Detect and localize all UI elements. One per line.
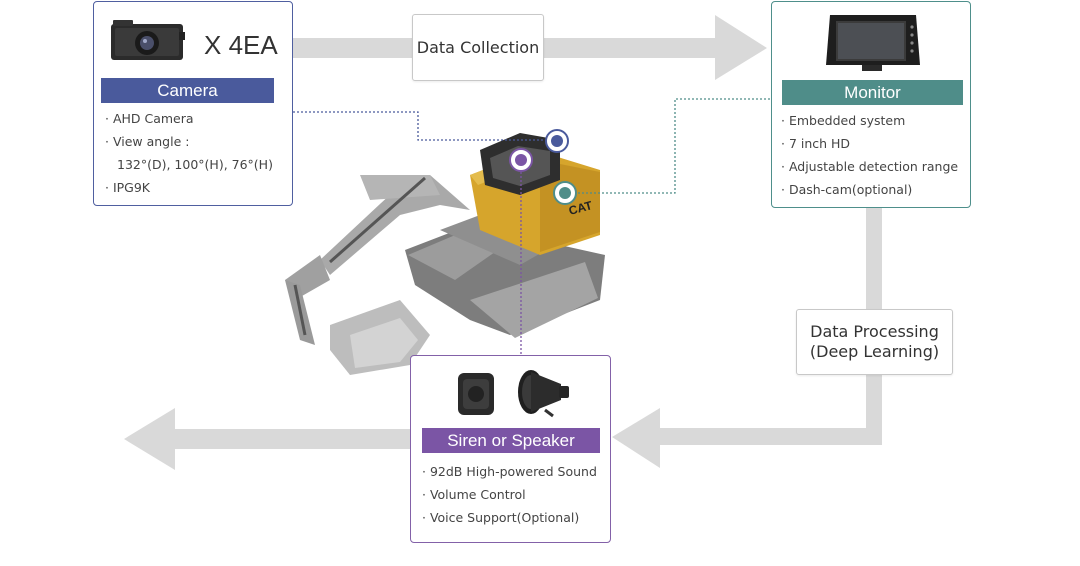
list-item: 132°(D), 100°(H), 76°(H) (117, 157, 273, 172)
list-item: · Volume Control (422, 487, 526, 502)
svg-text:CAT: CAT (567, 198, 594, 218)
list-item: · Adjustable detection range (781, 159, 959, 174)
list-item: · Voice Support(Optional) (422, 510, 580, 525)
speaker-box-icon (458, 373, 494, 415)
camera-count: X 4EA (204, 30, 278, 60)
camera-title: Camera (101, 78, 274, 103)
monitor-card: Monitor · Embedded system · 7 inch HD · … (771, 1, 971, 208)
monitor-feature-list: · Embedded system · 7 inch HD · Adjustab… (781, 109, 958, 201)
list-item: · 7 inch HD (781, 136, 851, 151)
horn-siren-icon (518, 370, 569, 418)
data-processing-box: Data Processing (Deep Learning) (796, 309, 953, 375)
camera-marker (545, 129, 569, 153)
siren-feature-list: · 92dB High-powered Sound · Volume Contr… (422, 460, 597, 529)
data-collection-box: Data Collection (412, 14, 544, 81)
arrow-siren-to-left (124, 408, 410, 470)
siren-card: Siren or Speaker · 92dB High-powered Sou… (410, 355, 611, 543)
arrow-monitor-to-siren (612, 208, 882, 468)
camera-card: X 4EA Camera · AHD Camera · View angle :… (93, 1, 293, 206)
data-collection-label: Data Collection (416, 38, 540, 57)
connector-lines (293, 98, 782, 355)
excavator-image: CAT (285, 133, 605, 375)
monitor-device-icon (826, 15, 920, 71)
list-item: · Dash-cam(optional) (781, 182, 913, 197)
list-item: · Embedded system (781, 113, 906, 128)
list-item: · IPG9K (105, 180, 151, 195)
monitor-marker (553, 181, 577, 205)
list-item: · 92dB High-powered Sound (422, 464, 597, 479)
siren-marker (509, 148, 533, 172)
list-item: · View angle : (105, 134, 190, 149)
deep-learning-label: (Deep Learning) (809, 342, 940, 361)
camera-device-icon (111, 20, 185, 60)
siren-title: Siren or Speaker (422, 428, 600, 453)
monitor-title: Monitor (782, 80, 963, 105)
data-processing-label: Data Processing (810, 322, 939, 341)
list-item: · AHD Camera (105, 111, 194, 126)
camera-feature-list: · AHD Camera · View angle : 132°(D), 100… (105, 107, 273, 199)
